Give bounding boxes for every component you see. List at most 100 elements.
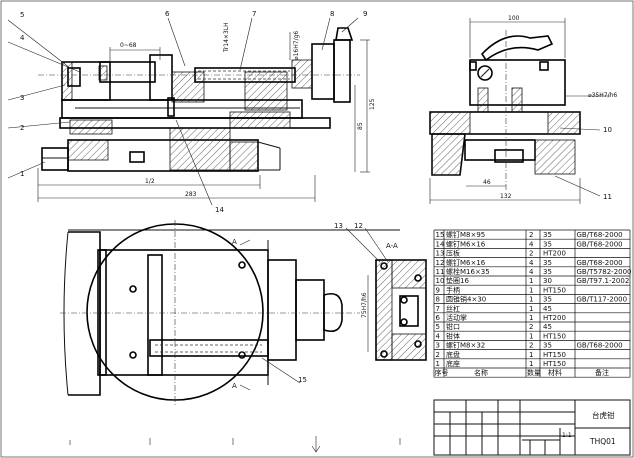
bom-cell-material: 35 [543,259,552,267]
bom-cell-no: 15 [436,231,445,239]
callout-8: 8 [330,10,334,18]
dim-fit-75: 75H7/h6 [361,292,368,318]
bom-cell-material: 45 [543,323,552,331]
dim-bore-fit: ⌀35H7/h6 [588,92,617,99]
callout-5: 5 [20,11,24,19]
bom-cell-material: HT200 [543,314,566,322]
bom-cell-qty: 1 [529,332,533,340]
drawing-code: THQ01 [589,437,616,446]
callout-4: 4 [20,34,25,42]
bom-cell-name: 垫圈16 [446,276,469,285]
bom-cell-no: 11 [436,268,445,276]
bom-header: 序号名称数量材料备注 [435,368,610,377]
bom-cell-note: GB/T117-2000 [577,296,628,304]
section-aa-view [345,227,427,361]
bom-cell-material: 35 [543,268,552,276]
bom-cell-name: 手柄 [446,285,460,294]
callout-15: 15 [298,376,307,384]
callout-12: 12 [354,222,363,230]
bom-cell-material: 35 [543,231,552,239]
bom-cell-qty: 1 [529,277,533,285]
bom-cell-qty: 1 [529,305,533,313]
bom-cell-no: 13 [436,250,445,258]
bom-cell-name: 底盘 [446,350,460,359]
dim-half: 1/2 [145,178,155,185]
callout-11: 11 [603,193,612,201]
dim-length-283: 283 [185,191,197,198]
callout-6: 6 [165,10,170,18]
bom-cell-note: GB/T68-2000 [577,231,623,239]
bom-cell-material: 35 [543,296,552,304]
bom-cell-name: 钳口 [446,322,460,331]
top-view [60,220,401,453]
bom-cell-no: 14 [436,240,445,248]
bom-cell-qty: 4 [529,268,534,276]
bom-cell-no: 7 [436,305,440,313]
bom-cell-no: 4 [436,332,441,340]
dim-thread: Tr14×3LH [223,22,230,53]
bom-cell-qty: 2 [529,342,533,350]
bom-cell-qty: 4 [529,240,534,248]
bom-cell-material: HT150 [543,286,566,294]
bom-cell-name: 活动掌 [446,313,467,322]
bom-row: 8 圆锥销4×30 1 35 GB/T117-2000 [436,295,628,304]
title-block-text: 台虎钳 THQ01 1:1 [562,410,616,446]
side-view-labels: 100 ⌀35H7/h6 46 132 10 11 [483,15,617,201]
bom-cell-name: 螺钉M8×95 [446,230,485,239]
side-view [429,18,610,204]
section-aa-labels: 13 12 A-A 75H7/h6 [334,222,398,318]
bom-cell-note: GB/T68-2000 [577,259,623,267]
bom-cell-material: 30 [543,277,552,285]
bom-cell-qty: 1 [529,314,533,322]
bom-header-note: 备注 [595,368,609,377]
bom-cell-name: 螺钉M6×16 [446,258,486,267]
section-mark-a-top: A [232,238,237,246]
callout-14: 14 [215,206,224,214]
dim-height-125: 125 [369,98,376,110]
bom-cell-no: 8 [436,296,440,304]
bom-cell-name: 螺栓M16×35 [446,267,490,276]
bom-cell-name: 钳体 [446,331,460,340]
bom-cell-note: GB/T97.1-2002 [577,277,630,285]
callout-2: 2 [20,124,24,132]
bom-cell-name: 压板 [446,249,460,258]
bom-row: 9 手柄 1 HT150 [436,285,566,294]
drawing-name: 台虎钳 [592,410,615,420]
bom-cell-qty: 1 [529,360,533,368]
bom-cell-material: HT200 [543,250,566,258]
bom-cell-no: 5 [436,323,440,331]
bom-cell-name: 底座 [446,359,460,368]
section-aa-title: A-A [386,242,398,250]
dim-width-100: 100 [508,15,520,22]
bom-cell-qty: 1 [529,286,533,294]
bom-cell-no: 12 [436,259,445,267]
bom-cell-material: 35 [543,342,552,350]
bom-cell-material: HT150 [543,351,566,359]
bom-cell-qty: 4 [529,259,534,267]
bom-cell-name: 螺钉M6×16 [446,239,486,248]
bom-header-name: 名称 [474,368,488,377]
bom-cell-note: GB/T68-2000 [577,240,623,248]
bom-cell-qty: 2 [529,250,533,258]
bom-cell-no: 10 [436,277,445,285]
bom-cell-no: 6 [436,314,441,322]
bom-cell-name: 圆锥销4×30 [446,295,486,304]
section-mark-a-bottom: A [232,382,237,390]
bom-header-qty: 数量 [527,368,541,377]
bom-cell-material: 35 [543,240,552,248]
bom-cell-qty: 1 [529,296,533,304]
dim-shaft-fit: ⌀16H7/g6 [293,31,300,60]
bom-cell-material: 45 [543,305,552,313]
callout-9: 9 [363,10,367,18]
bom-cell-no: 9 [436,286,440,294]
